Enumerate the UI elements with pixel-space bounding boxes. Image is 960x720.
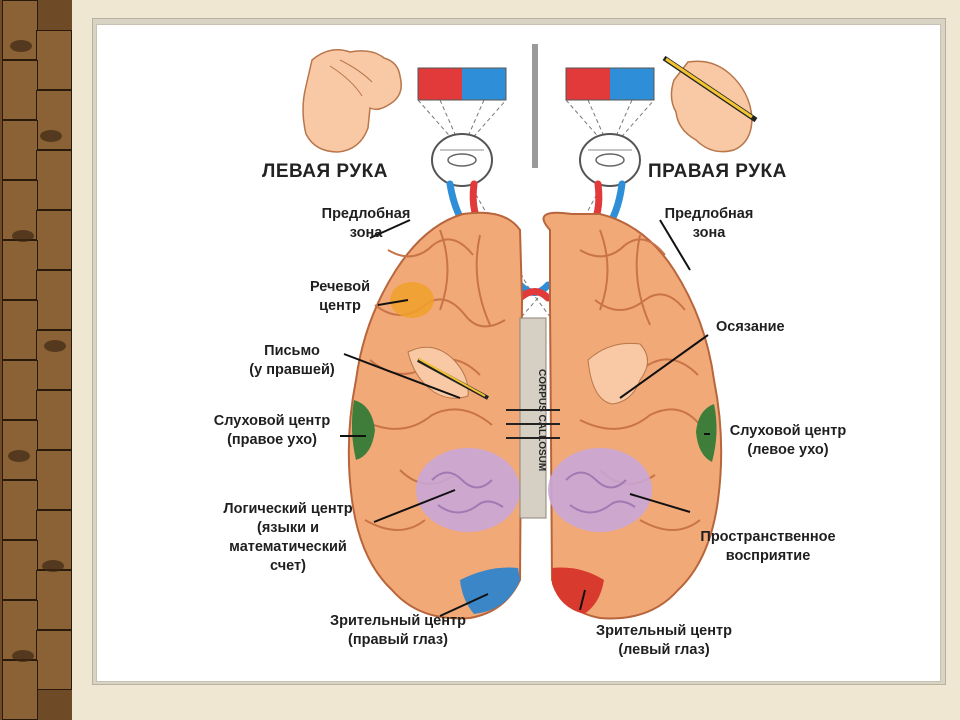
border-tile [2, 540, 38, 600]
border-tile [2, 480, 38, 540]
hearing-left-label: Слуховой центр(правое ухо) [213, 413, 331, 448]
border-tile [36, 570, 72, 630]
touch-label: Осязание [716, 319, 785, 335]
corpus-callosum [519, 317, 547, 519]
border-tile [36, 30, 72, 90]
right-eye [579, 133, 641, 187]
leaf-icon [42, 560, 64, 572]
visual-right-label: Зрительный центр(левый глаз) [596, 623, 732, 658]
center-divider [532, 44, 538, 168]
writing-label: Письмо(у правшей) [249, 343, 335, 378]
left-hand-illustration [302, 49, 402, 153]
left-eye [431, 133, 493, 187]
left-color-card [417, 67, 507, 101]
right-hand-label: ПРАВАЯ РУКА [648, 161, 787, 182]
leaf-icon [8, 450, 30, 462]
leaf-icon [12, 230, 34, 242]
corpus-callosum-label: CORPUS CALLOSUM [536, 368, 547, 472]
decorative-border [0, 0, 72, 720]
border-tile [2, 360, 38, 420]
border-tile [2, 300, 38, 360]
left-hemisphere [347, 211, 524, 620]
visual-left-label: Зрительный центр(правый глаз) [330, 613, 466, 648]
leaf-icon [44, 340, 66, 352]
border-tile [36, 270, 72, 330]
right-color-card [565, 67, 655, 101]
pointer-lines [340, 219, 710, 617]
hearing-right-label: Слуховой центр(левое ухо) [729, 423, 847, 458]
border-tile [2, 60, 38, 120]
callosum-arrows [506, 409, 560, 439]
left-hand-label: ЛЕВАЯ РУКА [262, 161, 388, 182]
right-hand-illustration [662, 55, 758, 153]
right-hemisphere [542, 211, 723, 620]
border-tile [2, 120, 38, 180]
border-tile [36, 390, 72, 450]
leaf-icon [10, 40, 32, 52]
leaf-icon [40, 130, 62, 142]
leaf-icon [12, 650, 34, 662]
